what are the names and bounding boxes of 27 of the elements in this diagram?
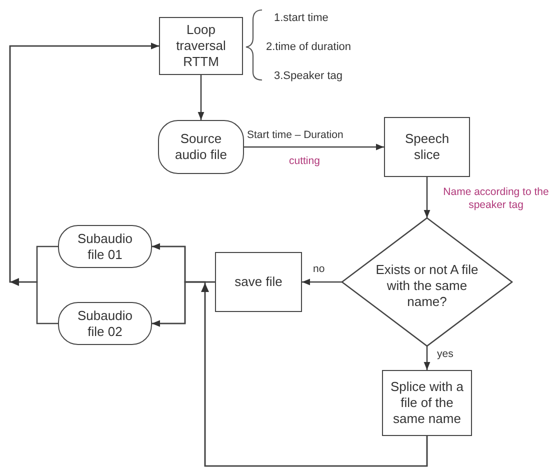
node-label: Exists or not A file with the same name? [374,262,480,310]
arrow [198,75,204,120]
rounded-box [158,120,244,174]
arrow [244,144,384,150]
decision-diamond [342,218,512,346]
arrow [424,346,430,370]
node-label: Loop traversal RTTM [175,22,227,70]
rounded-box [58,225,152,268]
arrow [152,281,428,467]
node-label: save file [234,274,282,290]
process-box [382,370,472,436]
node-label: Subaudio file 02 [76,308,134,340]
arrow [302,278,342,286]
node-label: Source audio file [174,131,228,163]
process-box [159,17,243,75]
rounded-box [58,302,152,345]
arrow [424,177,430,218]
process-box [384,117,470,177]
note-text: 2.time of duration [266,41,351,53]
edge-label: yes [436,348,454,361]
note-text: 1.start time [274,12,328,24]
process-box [215,252,302,312]
node-label: Speech slice [404,131,450,163]
note-text: 3.Speaker tag [274,70,342,82]
node-label: Subaudio file 01 [76,230,134,262]
node-label: Splice with a file of the same name [390,379,464,427]
annotation-text: cutting [288,155,321,168]
